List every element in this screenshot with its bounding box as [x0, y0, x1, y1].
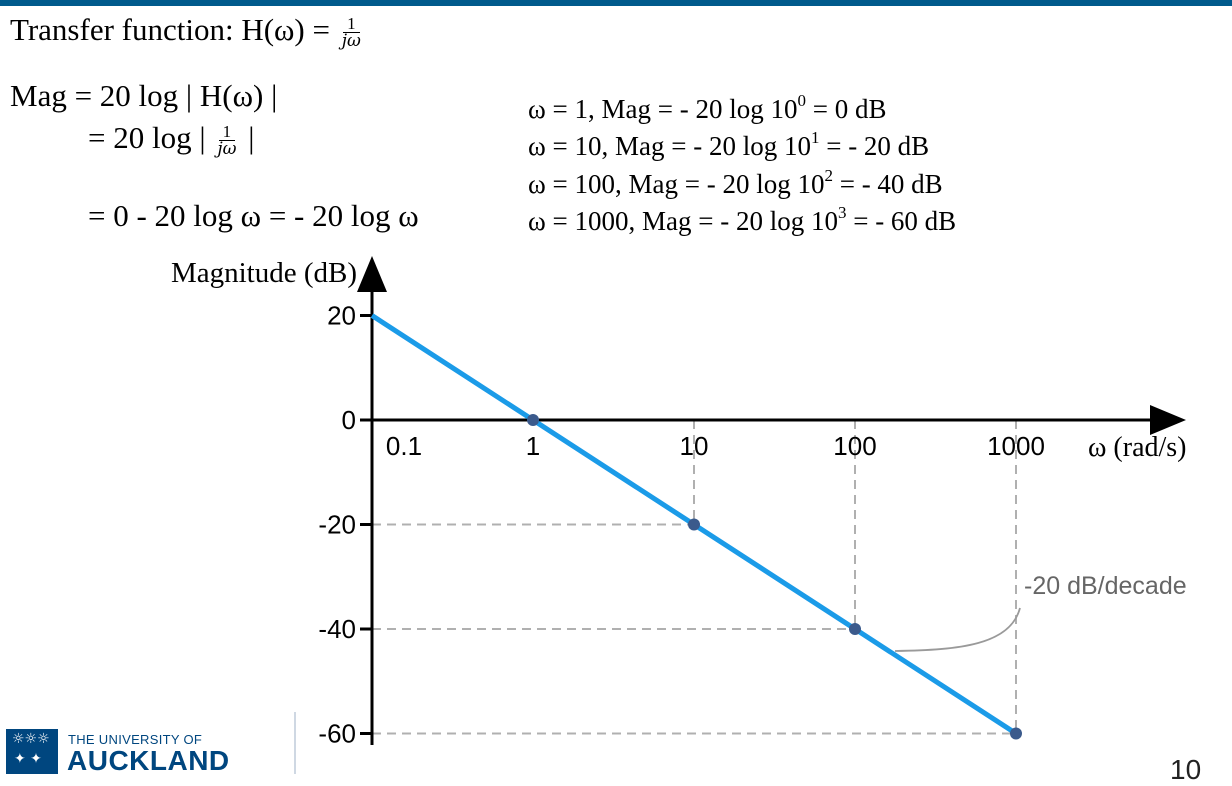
mag-line-2-post: |: [248, 120, 255, 155]
example-line: ω = 10, Mag = - 20 log 101 = - 20 dB: [528, 129, 930, 161]
example-exponent: 2: [824, 166, 833, 185]
page-number: 10: [1170, 754, 1202, 785]
slope-annotation: -20 dB/decade: [1024, 572, 1187, 600]
y-tick-label: -60: [318, 719, 356, 749]
mag-line-2: = 20 log | 1 jω |: [88, 122, 254, 159]
mag-fraction-denominator: jω: [217, 139, 237, 160]
example-prefix: ω = 1000, Mag = - 20 log 10: [528, 206, 838, 236]
fraction-denominator: jω: [341, 31, 361, 52]
example-suffix: = - 20 dB: [819, 131, 930, 161]
crest-icon: ☼☼☼ ✦ ✦: [6, 729, 58, 774]
mag-line-2-pre: = 20 log |: [88, 120, 206, 155]
example-line: ω = 100, Mag = - 20 log 102 = - 40 dB: [528, 167, 943, 199]
x-tick-label: 1000: [987, 431, 1045, 461]
transfer-function-line: Transfer function: H(ω) = 1 jω: [10, 14, 365, 51]
y-axis-label: Magnitude (dB): [171, 257, 357, 289]
data-point: [849, 623, 861, 635]
mag-line-1: Mag = 20 log | H(ω) |: [10, 78, 278, 113]
example-suffix: = - 60 dB: [846, 206, 957, 236]
example-exponent: 1: [810, 128, 820, 147]
annotation-leader: [894, 607, 1021, 652]
example-prefix: ω = 1, Mag = - 20 log 10: [528, 94, 798, 124]
y-tick-label: -40: [318, 614, 356, 644]
data-point: [1010, 727, 1022, 740]
footer-divider: [294, 712, 296, 774]
y-tick-label: 0: [342, 405, 356, 435]
example-suffix: = - 40 dB: [832, 169, 943, 199]
x-tick-label: 1: [526, 431, 540, 461]
fraction-numerator: 1: [343, 14, 360, 34]
mag-fraction-numerator: 1: [218, 122, 236, 142]
university-logo: ☼☼☼ ✦ ✦ THE UNIVERSITY OF AUCKLAND: [6, 726, 266, 776]
logo-line-1: THE UNIVERSITY OF: [68, 732, 203, 747]
logo-line-2: AUCKLAND: [67, 745, 230, 776]
example-prefix: ω = 10, Mag = - 20 log 10: [528, 131, 811, 161]
mag-line-3: = 0 - 20 log ω = - 20 log ω: [88, 198, 419, 233]
data-point: [688, 518, 700, 531]
x-tick-label: 10: [680, 431, 709, 461]
transfer-fraction: 1 jω: [341, 14, 361, 52]
transfer-function-label: Transfer function: H(ω) =: [10, 12, 330, 47]
x-tick-label: 100: [833, 431, 876, 461]
y-tick-label: 20: [327, 301, 356, 331]
example-suffix: = 0 dB: [805, 94, 887, 124]
mag-fraction: 1 jω: [217, 122, 237, 160]
y-tick-label: -20: [318, 510, 356, 540]
top-accent-bar: [0, 0, 1232, 6]
example-exponent: 3: [837, 203, 847, 222]
x-axis-label: ω (rad/s): [1088, 432, 1187, 463]
example-line: ω = 1, Mag = - 20 log 100 = 0 dB: [528, 92, 887, 124]
example-exponent: 0: [797, 91, 806, 110]
example-line: ω = 1000, Mag = - 20 log 103 = - 60 dB: [528, 204, 957, 236]
example-prefix: ω = 100, Mag = - 20 log 10: [528, 169, 825, 199]
data-point: [527, 414, 539, 426]
x-tick-label: 0.1: [386, 431, 422, 461]
